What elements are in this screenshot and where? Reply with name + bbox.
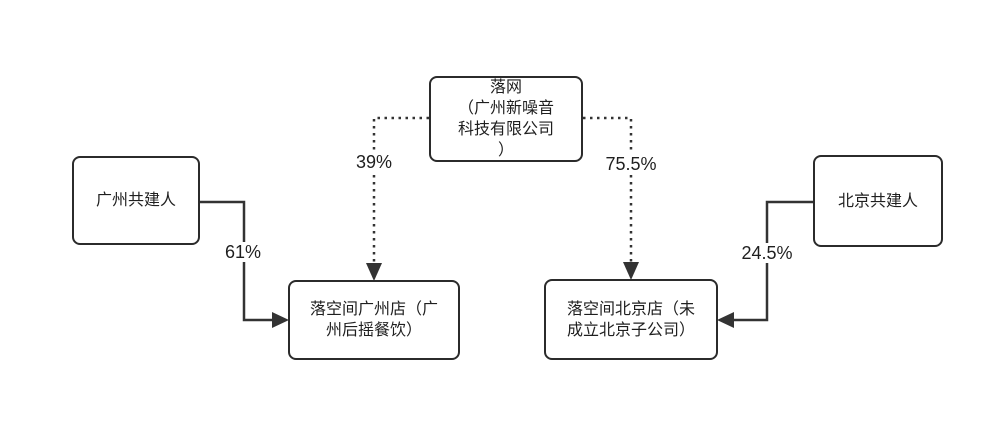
node-guangzhou-store: 落空间广州店（广 州后摇餐饮）	[288, 280, 460, 360]
edge-parent-to-beijing-store-line	[583, 116, 633, 264]
edge-parent-to-guangzhou-store-arrowhead	[366, 263, 382, 281]
edge-parent-to-guangzhou-store-line	[372, 116, 429, 265]
edge-label-beijing-cofounders-to-store: 24.5%	[738, 243, 796, 263]
node-guangzhou-cofounders-label: 广州共建人	[95, 192, 176, 209]
node-guangzhou-store-label: 落空间广州店（广 州后摇餐饮）	[309, 301, 438, 339]
edge-beijing-cofounders-to-store-arrowhead	[717, 312, 734, 328]
node-beijing-store-label: 落空间北京店（未 成立北京子公司）	[566, 300, 695, 339]
edge-parent-to-beijing-store-arrowhead	[623, 262, 639, 280]
node-guangzhou-cofounders: 广州共建人	[72, 156, 200, 245]
edge-label-parent-to-guangzhou-store: 39%	[352, 152, 396, 172]
edge-label-guangzhou-cofounders-to-store: 61%	[221, 242, 265, 262]
edge-label-parent-to-beijing-store: 75.5%	[602, 154, 660, 174]
node-beijing-cofounders-label: 北京共建人	[837, 192, 918, 210]
node-parent-company-label: 落网 （广州新噪音 科技有限公司 ）	[457, 79, 554, 159]
node-parent-company: 落网 （广州新噪音 科技有限公司 ）	[429, 76, 583, 162]
edge-guangzhou-cofounders-to-store-arrowhead	[272, 312, 289, 328]
node-beijing-cofounders: 北京共建人	[813, 155, 943, 247]
node-beijing-store: 落空间北京店（未 成立北京子公司）	[544, 279, 718, 360]
